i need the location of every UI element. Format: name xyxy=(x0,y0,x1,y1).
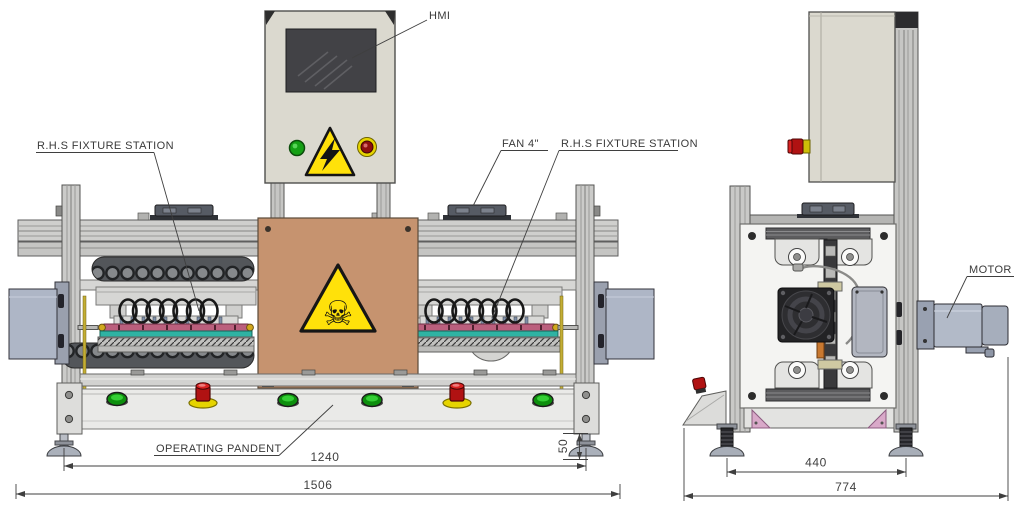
skull-crossbones-icon: ☠ xyxy=(323,295,353,333)
dim-440-text: 440 xyxy=(805,456,827,470)
pendant-console-side xyxy=(682,376,727,426)
cable-plug xyxy=(792,263,804,272)
toxic-warning-icon xyxy=(299,263,377,333)
side-estop-collar xyxy=(802,139,811,154)
dim-1506-text: 1506 xyxy=(303,478,332,492)
front-guard-panel: ☠ xyxy=(257,217,419,389)
axis-motor-left xyxy=(8,281,70,365)
fan-unit-side-top xyxy=(797,202,859,218)
dimension-1506: 1506 xyxy=(15,478,621,499)
end-plate-left xyxy=(56,382,83,435)
axis-motor-right xyxy=(593,281,655,365)
pendant-green-button-1 xyxy=(105,391,129,407)
side-panel-screws xyxy=(748,232,888,400)
dim-774-text: 774 xyxy=(835,480,857,494)
hmi-label: HMI xyxy=(429,10,450,22)
screen-reflections xyxy=(297,51,353,90)
pendant-green-button-2 xyxy=(276,392,300,408)
drive-unit xyxy=(851,286,888,358)
hmi-panel xyxy=(264,10,396,184)
front-view: ☠ xyxy=(8,10,698,499)
support-column xyxy=(886,11,919,433)
motor xyxy=(916,300,1009,358)
callout-hmi: HMI xyxy=(351,10,450,59)
column-cap xyxy=(894,12,918,28)
fixture-rod-left xyxy=(77,325,99,330)
hmi-start-button[interactable] xyxy=(288,139,306,157)
fixture-left-label: R.H.S FIXTURE STATION xyxy=(37,140,174,152)
pendant-green-button-3 xyxy=(360,392,384,408)
fixture-right-label: R.H.S FIXTURE STATION xyxy=(561,138,698,150)
side-extrusion-band-bottom xyxy=(765,388,871,402)
fixture-station-left xyxy=(94,285,258,354)
callout-fan: FAN 4" xyxy=(472,138,548,207)
callout-operating-pendant: OPERATING PANDENT xyxy=(154,404,334,456)
dimension-440: 440 xyxy=(726,456,907,477)
bearing-bottom-left xyxy=(774,361,820,389)
cooling-fan xyxy=(777,287,835,343)
cable-chain-upper xyxy=(91,256,255,282)
bearing-top-left xyxy=(774,238,820,266)
operating-pendant-label: OPERATING PANDENT xyxy=(156,443,282,455)
side-estop-button[interactable] xyxy=(790,138,804,155)
fixture-station-right xyxy=(400,285,564,354)
fan-unit-left xyxy=(149,204,219,221)
hmi-estop-highlight xyxy=(363,143,368,148)
leveling-foot-side-right xyxy=(888,423,924,457)
dim-1240-text: 1240 xyxy=(310,450,339,464)
lightning-bolt-icon xyxy=(320,138,340,171)
hmi-estop-button[interactable] xyxy=(360,140,374,154)
fan-label: FAN 4" xyxy=(502,138,539,150)
side-base xyxy=(743,407,895,429)
operating-pendant-rail xyxy=(61,369,595,430)
end-plate-right xyxy=(573,382,600,435)
leveling-foot-side-left xyxy=(709,423,745,457)
callout-fixture-right: R.H.S FIXTURE STATION xyxy=(491,138,698,319)
pendant-side-estop[interactable] xyxy=(692,376,707,394)
pendant-green-button-4 xyxy=(531,392,555,408)
dim-50-text: 50 xyxy=(556,439,570,454)
fan-unit-right xyxy=(442,204,512,221)
fixture-rod-right xyxy=(557,325,579,330)
dimension-774: 774 xyxy=(683,357,1009,501)
callout-motor: MOTOR xyxy=(946,264,1014,319)
side-extrusion-band-top xyxy=(765,227,871,240)
hmi-start-button-highlight xyxy=(292,143,298,149)
dimension-50: 50 xyxy=(556,433,588,460)
callout-fixture-left: R.H.S FIXTURE STATION xyxy=(36,140,200,312)
hmi-panel-side xyxy=(787,11,896,183)
dimension-1240: 1240 xyxy=(63,448,587,471)
side-view: MOTOR 440 774 xyxy=(682,11,1014,501)
motor-label: MOTOR xyxy=(969,264,1012,276)
